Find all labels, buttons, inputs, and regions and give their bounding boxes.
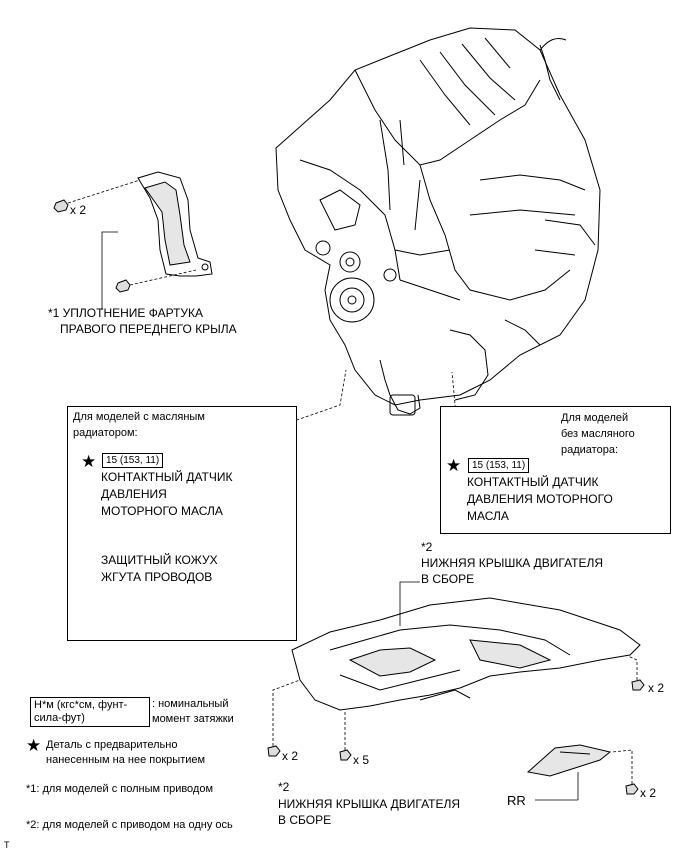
with-oil-cooler-callout: Для моделей с масляным радиатором: ★ 15 …	[67, 406, 297, 641]
note-1: *1: для моделей с полным приводом	[26, 783, 214, 795]
left-torque-value: 15 (153, 11)	[102, 453, 164, 468]
right-sensor-label-line2: ДАВЛЕНИЯ МОТОРНОГО	[467, 492, 613, 506]
with-oil-cooler-title-line1: Для моделей с масляным	[73, 411, 205, 423]
right-sensor-label-line1: КОНТАКТНЫЙ ДАТЧИК	[467, 475, 599, 489]
torque-legend-desc-line1: : номинальный	[152, 698, 229, 710]
left-sensor-label-line2: ДАВЛЕНИЯ	[101, 487, 167, 501]
without-oil-cooler-title-line3: радиатора:	[561, 444, 618, 456]
harness-protector-label-line1: ЗАЩИТНЫЙ КОЖУХ	[101, 553, 218, 567]
under-cover-bottom-label-line2: В СБОРЕ	[278, 813, 332, 827]
harness-protector-label-line2: ЖГУТА ПРОВОДОВ	[101, 570, 213, 584]
torque-units-line2: сила-фут)	[34, 712, 85, 724]
bolt-qty-left-lower: x 2	[282, 749, 299, 763]
engine-under-cover-illustration	[291, 597, 641, 711]
under-cover-top-note: *2	[421, 540, 433, 554]
left-sensor-label-line1: КОНТАКТНЫЙ ДАТЧИК	[101, 470, 233, 484]
rear-under-cover-illustration	[526, 744, 612, 777]
precoat-legend-line2: нанесенным на нее покрытием	[46, 754, 206, 766]
torque-legend-desc-line2: момент затяжки	[152, 713, 234, 725]
torque-units-legend-box: Н*м (кгс*см, фунт- сила-фут)	[30, 697, 150, 727]
engine-illustration	[275, 27, 601, 416]
precoat-legend-line1: Деталь с предварительно	[46, 739, 178, 751]
right-sensor-label-line3: МАСЛА	[467, 509, 509, 523]
torque-units-line1: Н*м (кгс*см, фунт-	[34, 699, 128, 711]
under-cover-top-label-line1: НИЖНЯЯ КРЫШКА ДВИГАТЕЛЯ	[421, 556, 604, 570]
fender-seal-bolt-qty: x 2	[70, 203, 87, 217]
rr-mark: RR	[507, 793, 526, 808]
bolt-qty-right-upper: x 2	[648, 681, 665, 695]
precoated-star-icon: ★	[81, 452, 97, 471]
with-oil-cooler-title-line2: радиатором:	[73, 427, 138, 439]
under-cover-bottom-note: *2	[278, 780, 290, 794]
legend-star-icon: ★	[26, 736, 42, 755]
fender-seal-label-line2: ПРАВОГО ПЕРЕДНЕГО КРЫЛА	[60, 322, 237, 336]
note-2: *2: для моделей с приводом на одну ось	[26, 819, 233, 831]
under-cover-top-label-line2: В СБОРЕ	[421, 572, 475, 586]
under-cover-bottom-label-line1: НИЖНЯЯ КРЫШКА ДВИГАТЕЛЯ	[278, 797, 461, 811]
fender-seal-label-line1: *1 УПЛОТНЕНИЕ ФАРТУКА	[48, 306, 204, 320]
without-oil-cooler-title-line1: Для моделей	[561, 412, 629, 424]
bolt-qty-right-lower: x 2	[640, 786, 657, 800]
precoated-star-icon: ★	[446, 456, 462, 475]
without-oil-cooler-title-line2: без масляного	[561, 428, 635, 440]
left-sensor-label-line3: МОТОРНОГО МАСЛА	[101, 504, 223, 518]
bolt-qty-center: x 5	[353, 753, 370, 767]
corner-mark: T	[4, 840, 10, 850]
fender-apron-seal-illustration	[53, 171, 213, 293]
right-torque-value: 15 (153, 11)	[468, 458, 530, 473]
without-oil-cooler-callout: Для моделей без масляного радиатора: ★ 1…	[440, 406, 671, 534]
